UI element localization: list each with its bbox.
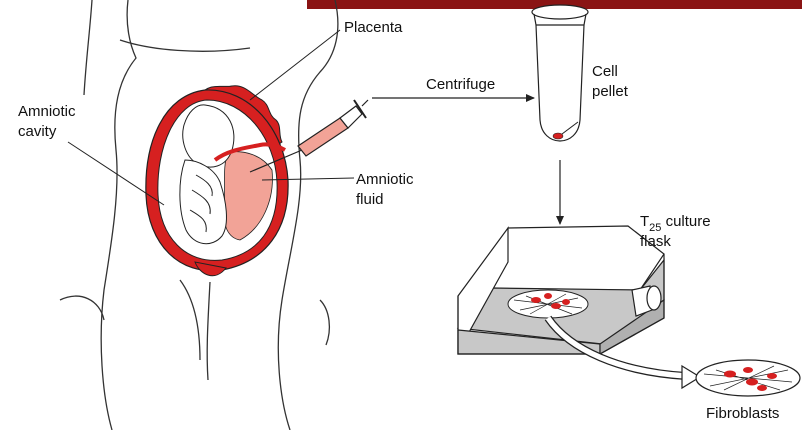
label-flask-culture: culture xyxy=(661,213,710,230)
label-flask-line1: T25 culture xyxy=(640,213,711,234)
label-fibroblasts: Fibroblasts xyxy=(706,405,779,422)
label-cell-pellet-2: pellet xyxy=(592,83,629,100)
label-flask-T: T xyxy=(640,213,649,230)
cell-pellet-dot xyxy=(553,133,563,139)
flask-cell-colony xyxy=(508,290,588,318)
label-placenta: Placenta xyxy=(344,19,403,36)
label-amniotic-fluid-2: fluid xyxy=(356,191,384,208)
label-amniotic-fluid-1: Amniotic xyxy=(356,171,414,188)
label-centrifuge: Centrifuge xyxy=(426,76,495,93)
label-amniotic-cavity-2: cavity xyxy=(18,123,57,140)
uterus xyxy=(146,86,288,276)
label-cell-pellet-1: Cell xyxy=(592,63,618,80)
label-amniotic-cavity-1: Amniotic xyxy=(18,103,76,120)
label-flask-line2: flask xyxy=(640,233,671,250)
fibroblast-dish xyxy=(696,360,800,396)
centrifuge-tube xyxy=(532,5,588,141)
